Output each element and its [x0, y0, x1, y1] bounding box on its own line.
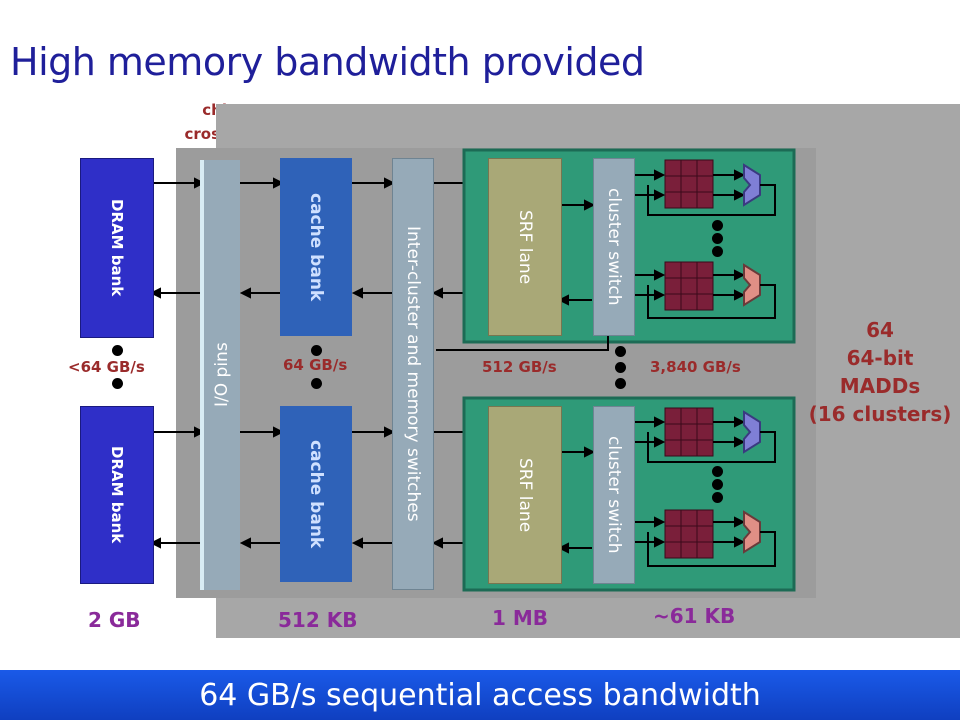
dram-capacity: 2 GB: [88, 608, 141, 632]
cache-bank-bottom: cache bank: [280, 406, 352, 582]
regfile-alu-arrows: [713, 169, 746, 548]
alu-label-line-1: 64: [866, 318, 894, 342]
lrf-capacity: ~61 KB: [653, 604, 736, 628]
cache-bank-top: cache bank: [280, 158, 352, 336]
dram-ellipsis-dot: [112, 345, 123, 356]
alu-count-label: 64 64-bit MADDs (16 clusters): [800, 316, 960, 428]
alu-bottom-1: [743, 410, 761, 454]
alu-ellipsis-dot: [712, 466, 723, 477]
dram-bank-top: DRAM bank: [80, 158, 154, 338]
page-title: High memory bandwidth provided: [10, 40, 645, 84]
alu-label-line-4: (16 clusters): [808, 402, 952, 426]
cache-capacity: 512 KB: [278, 608, 358, 632]
cluster-ellipsis-dot: [615, 362, 626, 373]
inter-cluster-switches: Inter-cluster and memory switches: [392, 158, 434, 590]
alu-ellipsis-dot: [712, 492, 723, 503]
cache-ellipsis-dot: [311, 378, 322, 389]
srf-bandwidth: 512 GB/s: [482, 358, 557, 376]
srf-cluster-switch-arrows: [557, 199, 596, 554]
io-cache-arrows: [239, 177, 285, 549]
alu-ellipsis-dot: [712, 233, 723, 244]
dram-bank-bottom: DRAM bank: [80, 406, 154, 584]
io-pins-block: I/O pins: [204, 160, 240, 590]
alu-label-line-2: 64-bit: [846, 346, 914, 370]
alu-top-1: [743, 163, 761, 207]
register-file-top-1: [664, 159, 714, 209]
srf-capacity: 1 MB: [492, 606, 549, 630]
cluster-ellipsis-dot: [615, 346, 626, 357]
dram-io-arrows: [149, 177, 206, 549]
alu-ellipsis-dot: [712, 246, 723, 257]
cluster-switch-bottom: cluster switch: [593, 406, 635, 584]
alu-feedback-loops: [647, 184, 776, 567]
cache-ellipsis-dot: [311, 345, 322, 356]
alu-bottom-2: [743, 510, 761, 554]
alu-bandwidth: 3,840 GB/s: [650, 358, 741, 376]
cache-switch-arrows: [351, 177, 396, 549]
alu-label-line-3: MADDs: [839, 374, 921, 398]
alu-top-2: [743, 263, 761, 307]
cluster-switch-top: cluster switch: [593, 158, 635, 336]
srf-lane-top: SRF lane: [488, 158, 562, 336]
alu-ellipsis-dot: [712, 220, 723, 231]
cache-bandwidth: 64 GB/s: [283, 356, 348, 374]
cluster-ellipsis-dot: [615, 378, 626, 389]
alu-ellipsis-dot: [712, 479, 723, 490]
switch-regfile-arrows: [633, 169, 666, 548]
srf-lane-bottom: SRF lane: [488, 406, 562, 584]
dram-bandwidth: <64 GB/s: [68, 358, 145, 376]
register-file-bottom-2: [664, 509, 714, 559]
register-file-top-2: [664, 261, 714, 311]
register-file-bottom-1: [664, 407, 714, 457]
dram-ellipsis-dot: [112, 378, 123, 389]
footer-banner: 64 GB/s sequential access bandwidth: [0, 670, 960, 720]
